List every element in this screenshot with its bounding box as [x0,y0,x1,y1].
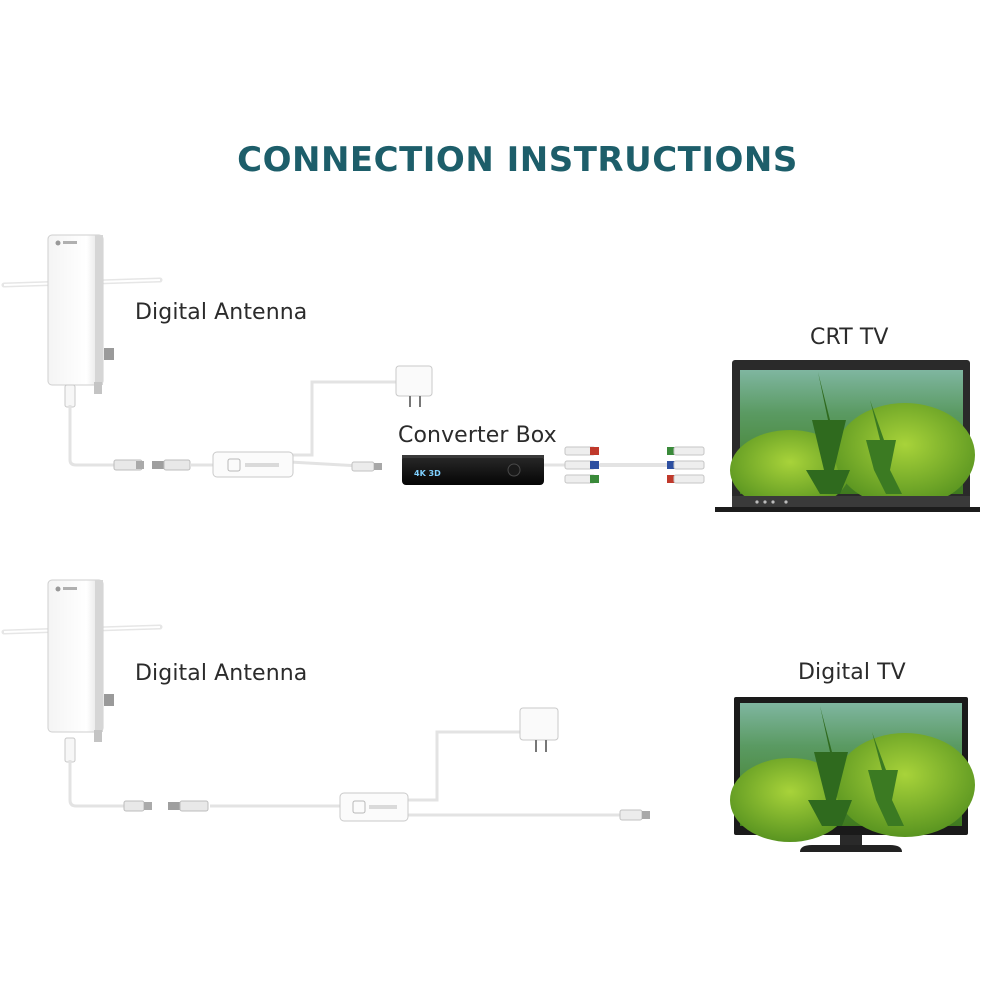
amplifier-icon [339,792,409,822]
antenna-icon [47,234,114,408]
coax-connector-icon [123,800,650,821]
coax-cable-bottom [68,730,625,817]
antenna-icon [47,579,114,763]
tv-icon [715,360,980,512]
rca-cable-icon [564,446,705,484]
converter-box-icon: 4K 3D [402,455,544,485]
tv-icon [730,697,975,852]
digital-tv-label: Digital TV [798,660,906,685]
converter-box-label: Converter Box [398,423,557,448]
crt-tv-label: CRT TV [810,325,889,350]
power-adapter-icon [395,365,433,407]
power-adapter-icon [519,707,559,752]
antenna-label-bottom: Digital Antenna [135,661,308,686]
amplifier-icon [190,451,294,478]
setup-digital [1,579,975,852]
setup-crt: 4K 3D [1,234,980,512]
converter-badge: 4K 3D [414,469,441,478]
antenna-label-top: Digital Antenna [135,300,308,325]
coax-connector-icon [113,459,382,472]
page-title: CONNECTION INSTRUCTIONS [237,140,798,180]
coax-cable-top [68,380,700,468]
